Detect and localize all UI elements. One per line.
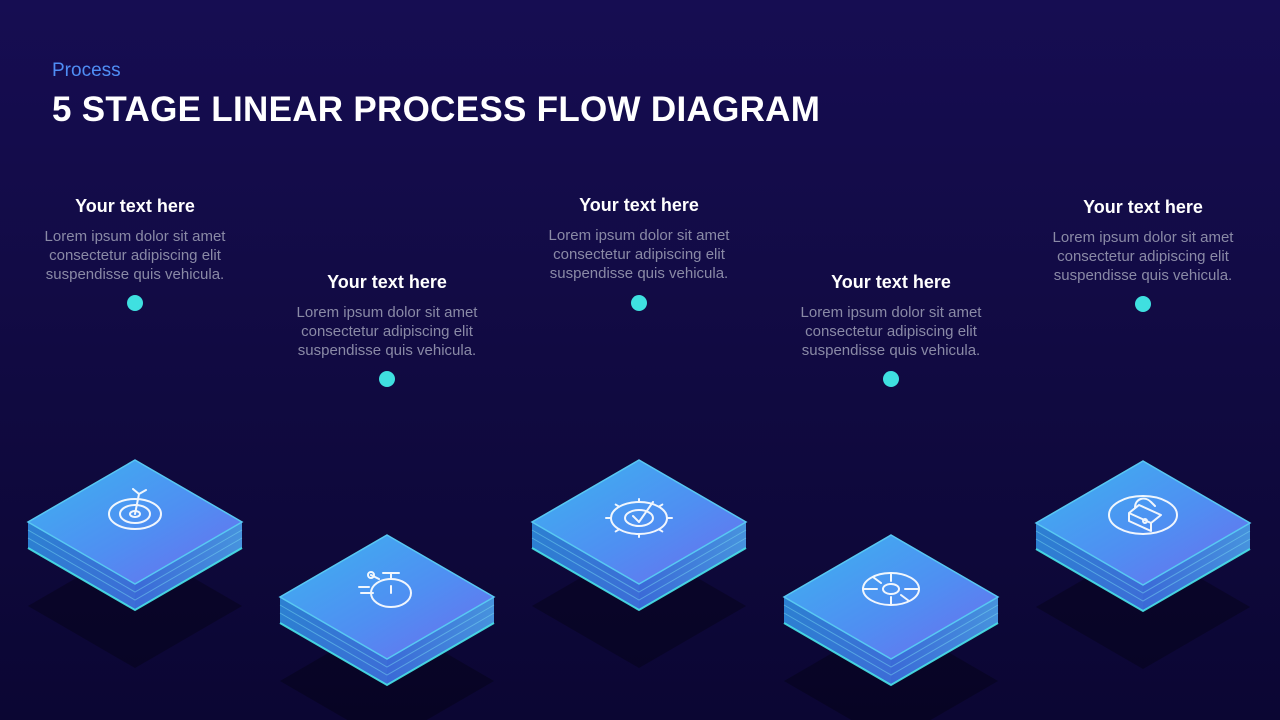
description-line: Lorem ipsum dolor sit amet [1023, 228, 1263, 247]
description-line: consectetur adipiscing elit [771, 322, 1011, 341]
description-line: consectetur adipiscing elit [267, 322, 507, 341]
description-line: Lorem ipsum dolor sit amet [519, 226, 759, 245]
description-line: Lorem ipsum dolor sit amet [771, 303, 1011, 322]
stage-3 [532, 295, 746, 668]
description-line: Lorem ipsum dolor sit amet [267, 303, 507, 322]
description-line: suspendisse quis vehicula. [267, 341, 507, 360]
stage-heading: Your text here [519, 195, 759, 216]
stage-1 [28, 295, 242, 668]
connector-dot [127, 295, 143, 311]
description-line: consectetur adipiscing elit [519, 245, 759, 264]
description-line: consectetur adipiscing elit [1023, 247, 1263, 266]
stage-4 [784, 371, 998, 720]
description-line: suspendisse quis vehicula. [1023, 266, 1263, 285]
stage-heading: Your text here [771, 272, 1011, 293]
description-line: suspendisse quis vehicula. [771, 341, 1011, 360]
connector-dot [379, 371, 395, 387]
description-line: consectetur adipiscing elit [15, 246, 255, 265]
stage-2 [280, 371, 494, 720]
description-line: suspendisse quis vehicula. [15, 265, 255, 284]
stage-heading: Your text here [267, 272, 507, 293]
connector-dot [883, 371, 899, 387]
stage-5 [1036, 296, 1250, 669]
connector-dot [1135, 296, 1151, 312]
description-line: suspendisse quis vehicula. [519, 264, 759, 283]
stage-heading: Your text here [1023, 197, 1263, 218]
description-line: Lorem ipsum dolor sit amet [15, 227, 255, 246]
stage-heading: Your text here [15, 196, 255, 217]
connector-dot [631, 295, 647, 311]
